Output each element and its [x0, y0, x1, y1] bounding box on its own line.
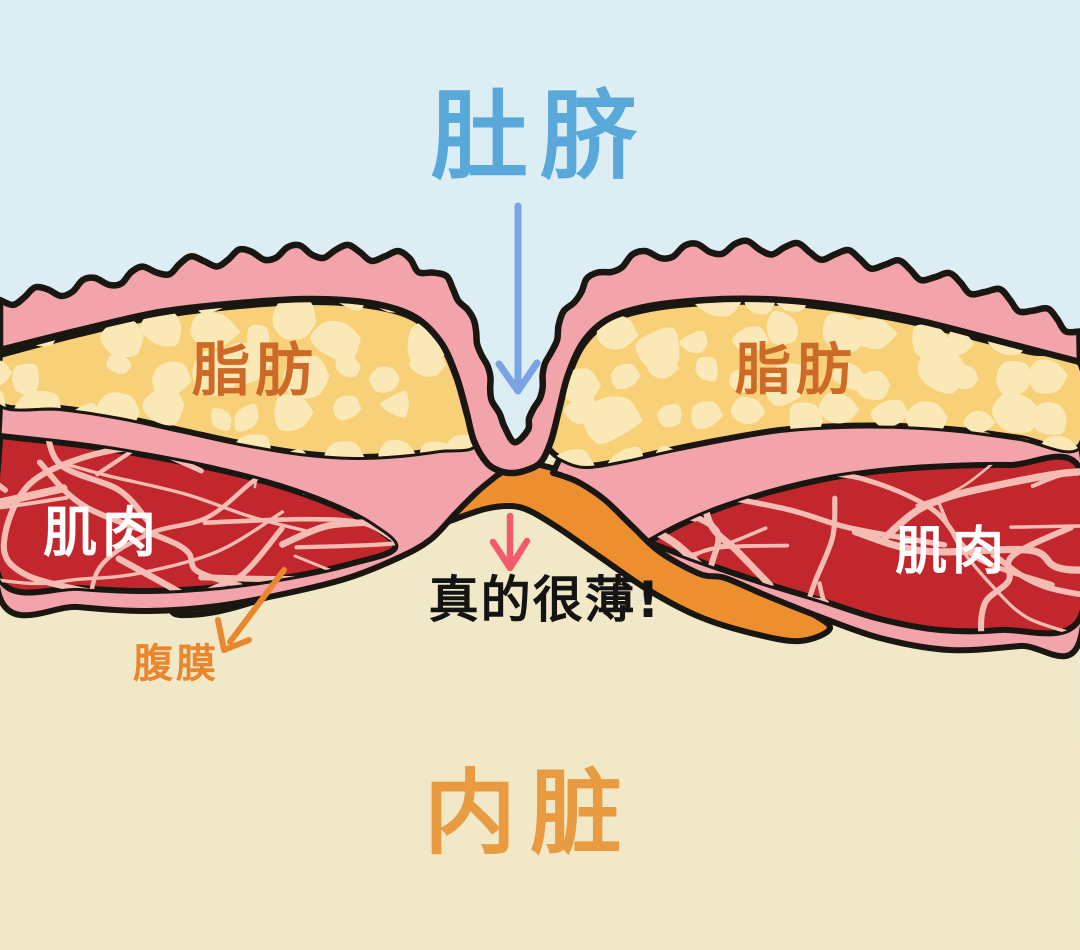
fat-lobule — [679, 330, 708, 354]
fat-lobule — [274, 394, 314, 432]
fat-lobule — [247, 324, 270, 351]
navel-arrow-head — [495, 359, 541, 395]
muscle-marbling-vein — [95, 436, 280, 477]
label-peritoneum: 腹膜 — [133, 641, 219, 687]
label-thin-note: 真的很薄! — [429, 571, 662, 629]
fat-lobule — [323, 441, 366, 458]
fat-lobule — [870, 399, 910, 429]
fat-lobule — [996, 360, 1033, 397]
fat-lobule — [140, 309, 182, 347]
muscle-marbling-vein — [915, 456, 1080, 507]
label-muscle-right: 肌肉 — [895, 522, 1009, 582]
muscle-marbling-vein — [143, 525, 285, 593]
fat-lobule — [1029, 402, 1067, 435]
fat-lobule — [730, 396, 766, 425]
fat-lobule — [333, 395, 362, 421]
fat-lobule — [818, 392, 860, 424]
fat-lobule — [583, 396, 644, 445]
fat-lobule — [378, 439, 418, 458]
muscle-marbling-vein — [202, 516, 396, 544]
title-navel: 肚脐 — [431, 80, 649, 193]
fat-lobule — [369, 366, 400, 393]
fat-lobule — [224, 342, 272, 385]
fat-lobule — [1028, 359, 1068, 394]
muscle-marbling-vein — [851, 528, 1080, 623]
fat-lobule — [272, 302, 317, 340]
fat-lobule — [234, 403, 259, 432]
fat-lobule — [657, 404, 682, 428]
label-fat-right: 脂肪 — [735, 338, 857, 403]
fat-lobule — [562, 368, 602, 404]
peritoneum-arrow-line — [227, 567, 287, 645]
muscle-marbling-vein — [36, 459, 243, 589]
thin-arrow-head — [489, 537, 531, 572]
muscle-marbling-vein — [0, 484, 68, 533]
fat-lobule — [691, 301, 745, 317]
muscle-marbling-vein — [0, 495, 69, 542]
muscle-marbling-vein — [0, 436, 151, 524]
fat-lobule — [773, 301, 810, 312]
fat-lobule — [100, 319, 144, 358]
muscle-marbling-vein — [977, 524, 1074, 634]
fat-lobule — [190, 311, 241, 349]
label-muscle-left: 肌肉 — [43, 501, 161, 564]
fat-lobule — [0, 359, 13, 388]
fat-lobule — [846, 317, 898, 350]
fat-lobule — [211, 407, 232, 432]
fat-lobule — [283, 355, 330, 399]
navel-arrow — [495, 202, 541, 395]
peritoneum-arrow-head — [215, 617, 252, 653]
fat-lobule — [948, 330, 975, 356]
fat-lobule — [690, 401, 724, 430]
fat-lobule — [596, 315, 639, 350]
fat-lobule — [409, 350, 447, 377]
fat-lobule — [310, 320, 362, 363]
muscle-marbling-vein — [882, 467, 1080, 541]
fat-lobule — [12, 363, 40, 395]
fat-lobule — [947, 364, 979, 390]
fat-lobule — [732, 326, 770, 354]
fat-lobule — [647, 354, 680, 379]
fat-lobule — [728, 369, 759, 393]
label-fat-left: 脂肪 — [192, 336, 318, 404]
fat-lobule — [854, 371, 891, 401]
thin-arrow — [489, 512, 531, 572]
muscle-marbling-vein — [278, 506, 396, 548]
fat-lobule — [764, 363, 806, 407]
muscle-marbling-vein — [0, 510, 285, 586]
fat-lobule — [766, 310, 799, 345]
label-viscera: 内脏 — [424, 760, 636, 867]
skin-layer — [0, 237, 1080, 477]
fat-lobule — [992, 392, 1042, 433]
fat-lobule — [335, 354, 361, 378]
muscle-marbling-vein — [990, 551, 1080, 634]
fat-lobule — [610, 363, 641, 390]
peritoneum-arrow — [215, 567, 287, 653]
fat-lobule — [380, 390, 410, 418]
muscle-marbling-vein — [294, 436, 396, 550]
fat-lobule — [744, 301, 777, 315]
fat-lobule — [106, 353, 132, 374]
muscle-marbling-vein — [1030, 456, 1080, 488]
fat-lobule — [142, 386, 185, 426]
muscle-marbling-vein — [65, 462, 311, 534]
fat-lobule — [695, 356, 718, 382]
fat-lobule — [963, 411, 996, 433]
muscle-marbling-vein — [799, 468, 1055, 588]
